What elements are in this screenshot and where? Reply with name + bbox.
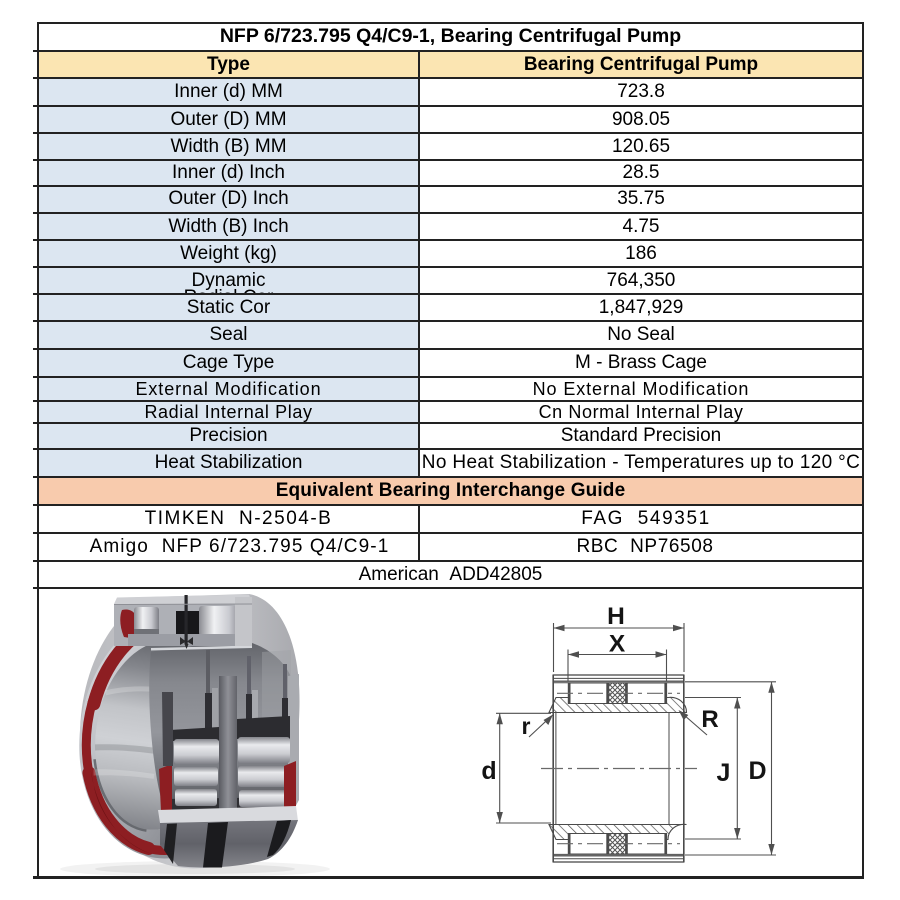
svg-text:d: d: [481, 757, 496, 785]
svg-text:D: D: [748, 757, 766, 785]
svg-text:R: R: [701, 706, 718, 733]
svg-text:X: X: [609, 631, 626, 658]
svg-text:r: r: [522, 713, 531, 739]
svg-text:J: J: [717, 759, 731, 787]
svg-text:H: H: [607, 603, 625, 630]
